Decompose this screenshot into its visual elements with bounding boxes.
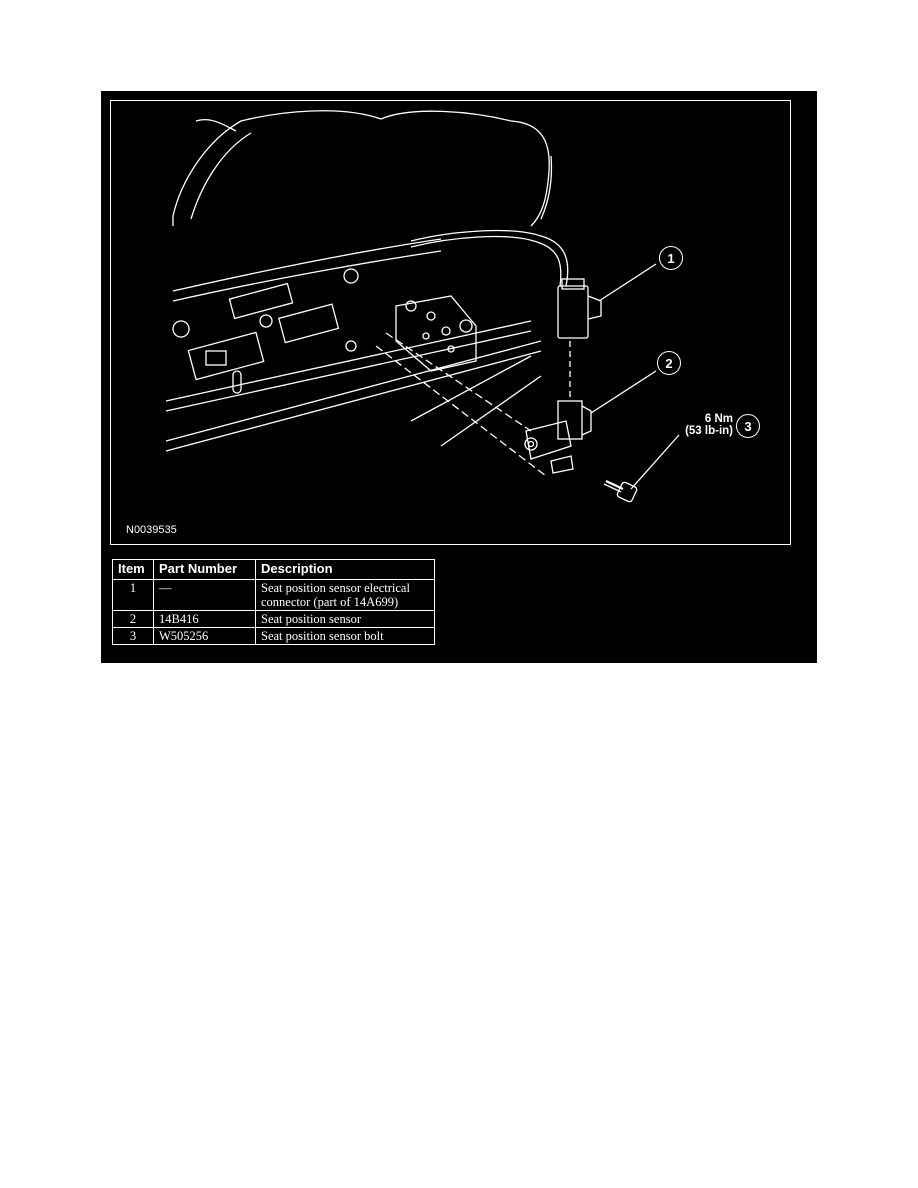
parts-table: Item Part Number Description 1 — Seat po… <box>112 559 435 645</box>
illustration-frame: 1 2 3 6 Nm (53 lb-in) N0039535 <box>110 100 791 545</box>
table-header-row: Item Part Number Description <box>112 559 435 580</box>
torque-spec: 6 Nm (53 lb-in) <box>671 413 733 437</box>
seat-track-illustration <box>165 110 680 503</box>
cell-part-number: 14B416 <box>153 610 256 628</box>
table-row: 3 W505256 Seat position sensor bolt <box>112 627 435 645</box>
header-description: Description <box>255 559 435 580</box>
figure-id-label: N0039535 <box>126 524 177 536</box>
torque-metric: 6 Nm <box>704 413 733 425</box>
diagram-figure: 1 2 3 6 Nm (53 lb-in) N0039535 Item Part… <box>101 91 817 663</box>
cell-item: 3 <box>112 627 154 645</box>
cell-item: 1 <box>112 579 154 611</box>
torque-imperial: (53 lb-in) <box>685 425 733 437</box>
cell-item: 2 <box>112 610 154 628</box>
callout-3: 3 <box>736 414 760 438</box>
header-item: Item <box>112 559 154 580</box>
cell-description: Seat position sensor <box>255 610 435 628</box>
cell-part-number: — <box>153 579 256 611</box>
cell-description: Seat position sensor bolt <box>255 627 435 645</box>
table-row: 2 14B416 Seat position sensor <box>112 610 435 628</box>
cell-description: Seat position sensor electrical connecto… <box>255 579 435 611</box>
callout-1: 1 <box>659 246 683 270</box>
table-row: 1 — Seat position sensor electrical conn… <box>112 579 435 611</box>
header-part-number: Part Number <box>153 559 256 580</box>
callout-2: 2 <box>657 351 681 375</box>
cell-part-number: W505256 <box>153 627 256 645</box>
